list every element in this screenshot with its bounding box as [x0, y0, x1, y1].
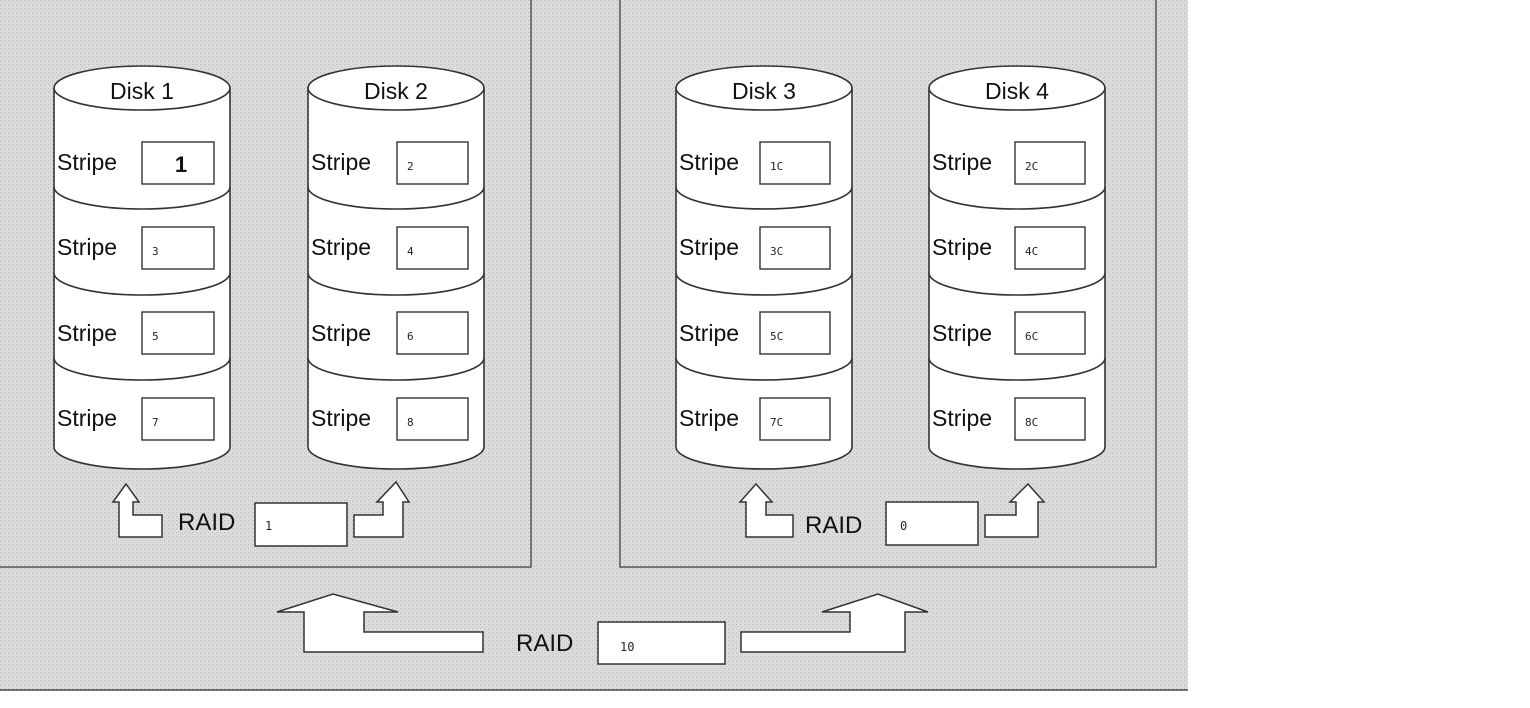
stripe-value: 2C — [1025, 160, 1038, 173]
stripe-separator — [307, 357, 485, 381]
stripe-value: 1C — [770, 160, 783, 173]
stripe-value: 3C — [770, 245, 783, 258]
stripe-label: Stripe — [57, 149, 117, 175]
stripe-separator — [928, 186, 1106, 210]
stripe-value: 1 — [175, 152, 187, 177]
raid1-label: RAID — [178, 509, 235, 536]
disk-top — [675, 65, 853, 111]
stripe-value-box — [396, 141, 469, 185]
raid1-level-value: 1 — [265, 519, 272, 533]
stripe-label: Stripe — [679, 149, 739, 175]
stripe-value: 6C — [1025, 330, 1038, 343]
stripe-separator — [928, 357, 1106, 381]
disk-title: Disk 2 — [364, 78, 428, 104]
stripe-value-box — [1014, 311, 1086, 355]
raid0-level-box — [885, 501, 979, 546]
stripe-value-box — [141, 141, 215, 185]
stripe-value: 5 — [152, 330, 159, 343]
stripe-separator — [675, 186, 853, 210]
stripe-label: Stripe — [932, 405, 992, 431]
stripe-value-box — [1014, 397, 1086, 441]
stripe-separator — [675, 357, 853, 381]
stripe-label: Stripe — [57, 234, 117, 260]
stripe-label: Stripe — [932, 149, 992, 175]
stripe-separator — [307, 186, 485, 210]
stripe-value: 7 — [152, 416, 159, 429]
raid10-connector: RAID 10 — [276, 593, 929, 665]
disk-title: Disk 1 — [110, 78, 174, 104]
stripe-value-box — [1014, 226, 1086, 270]
stripe-value-box — [759, 397, 831, 441]
stripe-label: Stripe — [311, 405, 371, 431]
stripe-separator — [675, 272, 853, 296]
stripe-label: Stripe — [311, 320, 371, 346]
stripe-value: 8 — [407, 416, 414, 429]
stripe-value-box — [141, 397, 215, 441]
raid10-label: RAID — [516, 630, 573, 657]
stripe-value-box — [1014, 141, 1086, 185]
stripe-separator — [307, 272, 485, 296]
disk-top — [53, 65, 231, 111]
big-up-arrow-right — [740, 593, 929, 653]
stripe-label: Stripe — [57, 320, 117, 346]
up-arrow-right — [984, 482, 1046, 538]
up-arrow-left — [738, 482, 794, 538]
raid10-level-value: 10 — [620, 640, 634, 654]
stripe-separator — [53, 357, 231, 381]
stripe-value-box — [759, 311, 831, 355]
stripe-label: Stripe — [932, 320, 992, 346]
stripe-separator — [53, 272, 231, 296]
stripe-separator — [928, 272, 1106, 296]
disk-title: Disk 4 — [985, 78, 1049, 104]
big-up-arrow-left — [276, 593, 484, 653]
stripe-label: Stripe — [679, 405, 739, 431]
disk-top — [928, 65, 1106, 111]
raid0-level-value: 0 — [900, 519, 907, 533]
raid0-label: RAID — [805, 512, 862, 539]
stripe-label: Stripe — [311, 234, 371, 260]
stripe-value-box — [141, 311, 215, 355]
stripe-value: 7C — [770, 416, 783, 429]
stripe-value-box — [396, 397, 469, 441]
up-arrow-left — [111, 482, 163, 538]
stripe-value-box — [396, 311, 469, 355]
raid1-level-box — [254, 502, 348, 547]
stripe-label: Stripe — [932, 234, 992, 260]
stripe-value-box — [759, 226, 831, 270]
stripe-value-box — [141, 226, 215, 270]
stripe-value: 4 — [407, 245, 414, 258]
stripe-value: 6 — [407, 330, 414, 343]
raid0-connector: RAID 0 — [738, 482, 1046, 546]
stripe-value: 4C — [1025, 245, 1038, 258]
stripe-value: 2 — [407, 160, 414, 173]
stripe-value: 5C — [770, 330, 783, 343]
raid1-connector: RAID 1 — [111, 480, 411, 547]
disk-title: Disk 3 — [732, 78, 796, 104]
stripe-value: 3 — [152, 245, 159, 258]
stripe-separator — [53, 186, 231, 210]
disk-top — [307, 65, 485, 111]
stripe-label: Stripe — [311, 149, 371, 175]
stripe-value-box — [396, 226, 469, 270]
stripe-value-box — [759, 141, 831, 185]
disk-cylinder: Disk 3 Stripe 1C Stripe 3C Stripe 5C Stripe 7C — [675, 65, 853, 470]
up-arrow-right — [353, 480, 411, 538]
stripe-label: Stripe — [679, 320, 739, 346]
raid10-level-box — [597, 621, 726, 665]
disk-cylinder: Disk 4 Stripe 2C Stripe 4C Stripe 6C Stripe 8C — [928, 65, 1106, 470]
stripe-label: Stripe — [679, 234, 739, 260]
stripe-label: Stripe — [57, 405, 117, 431]
stripe-value: 8C — [1025, 416, 1038, 429]
